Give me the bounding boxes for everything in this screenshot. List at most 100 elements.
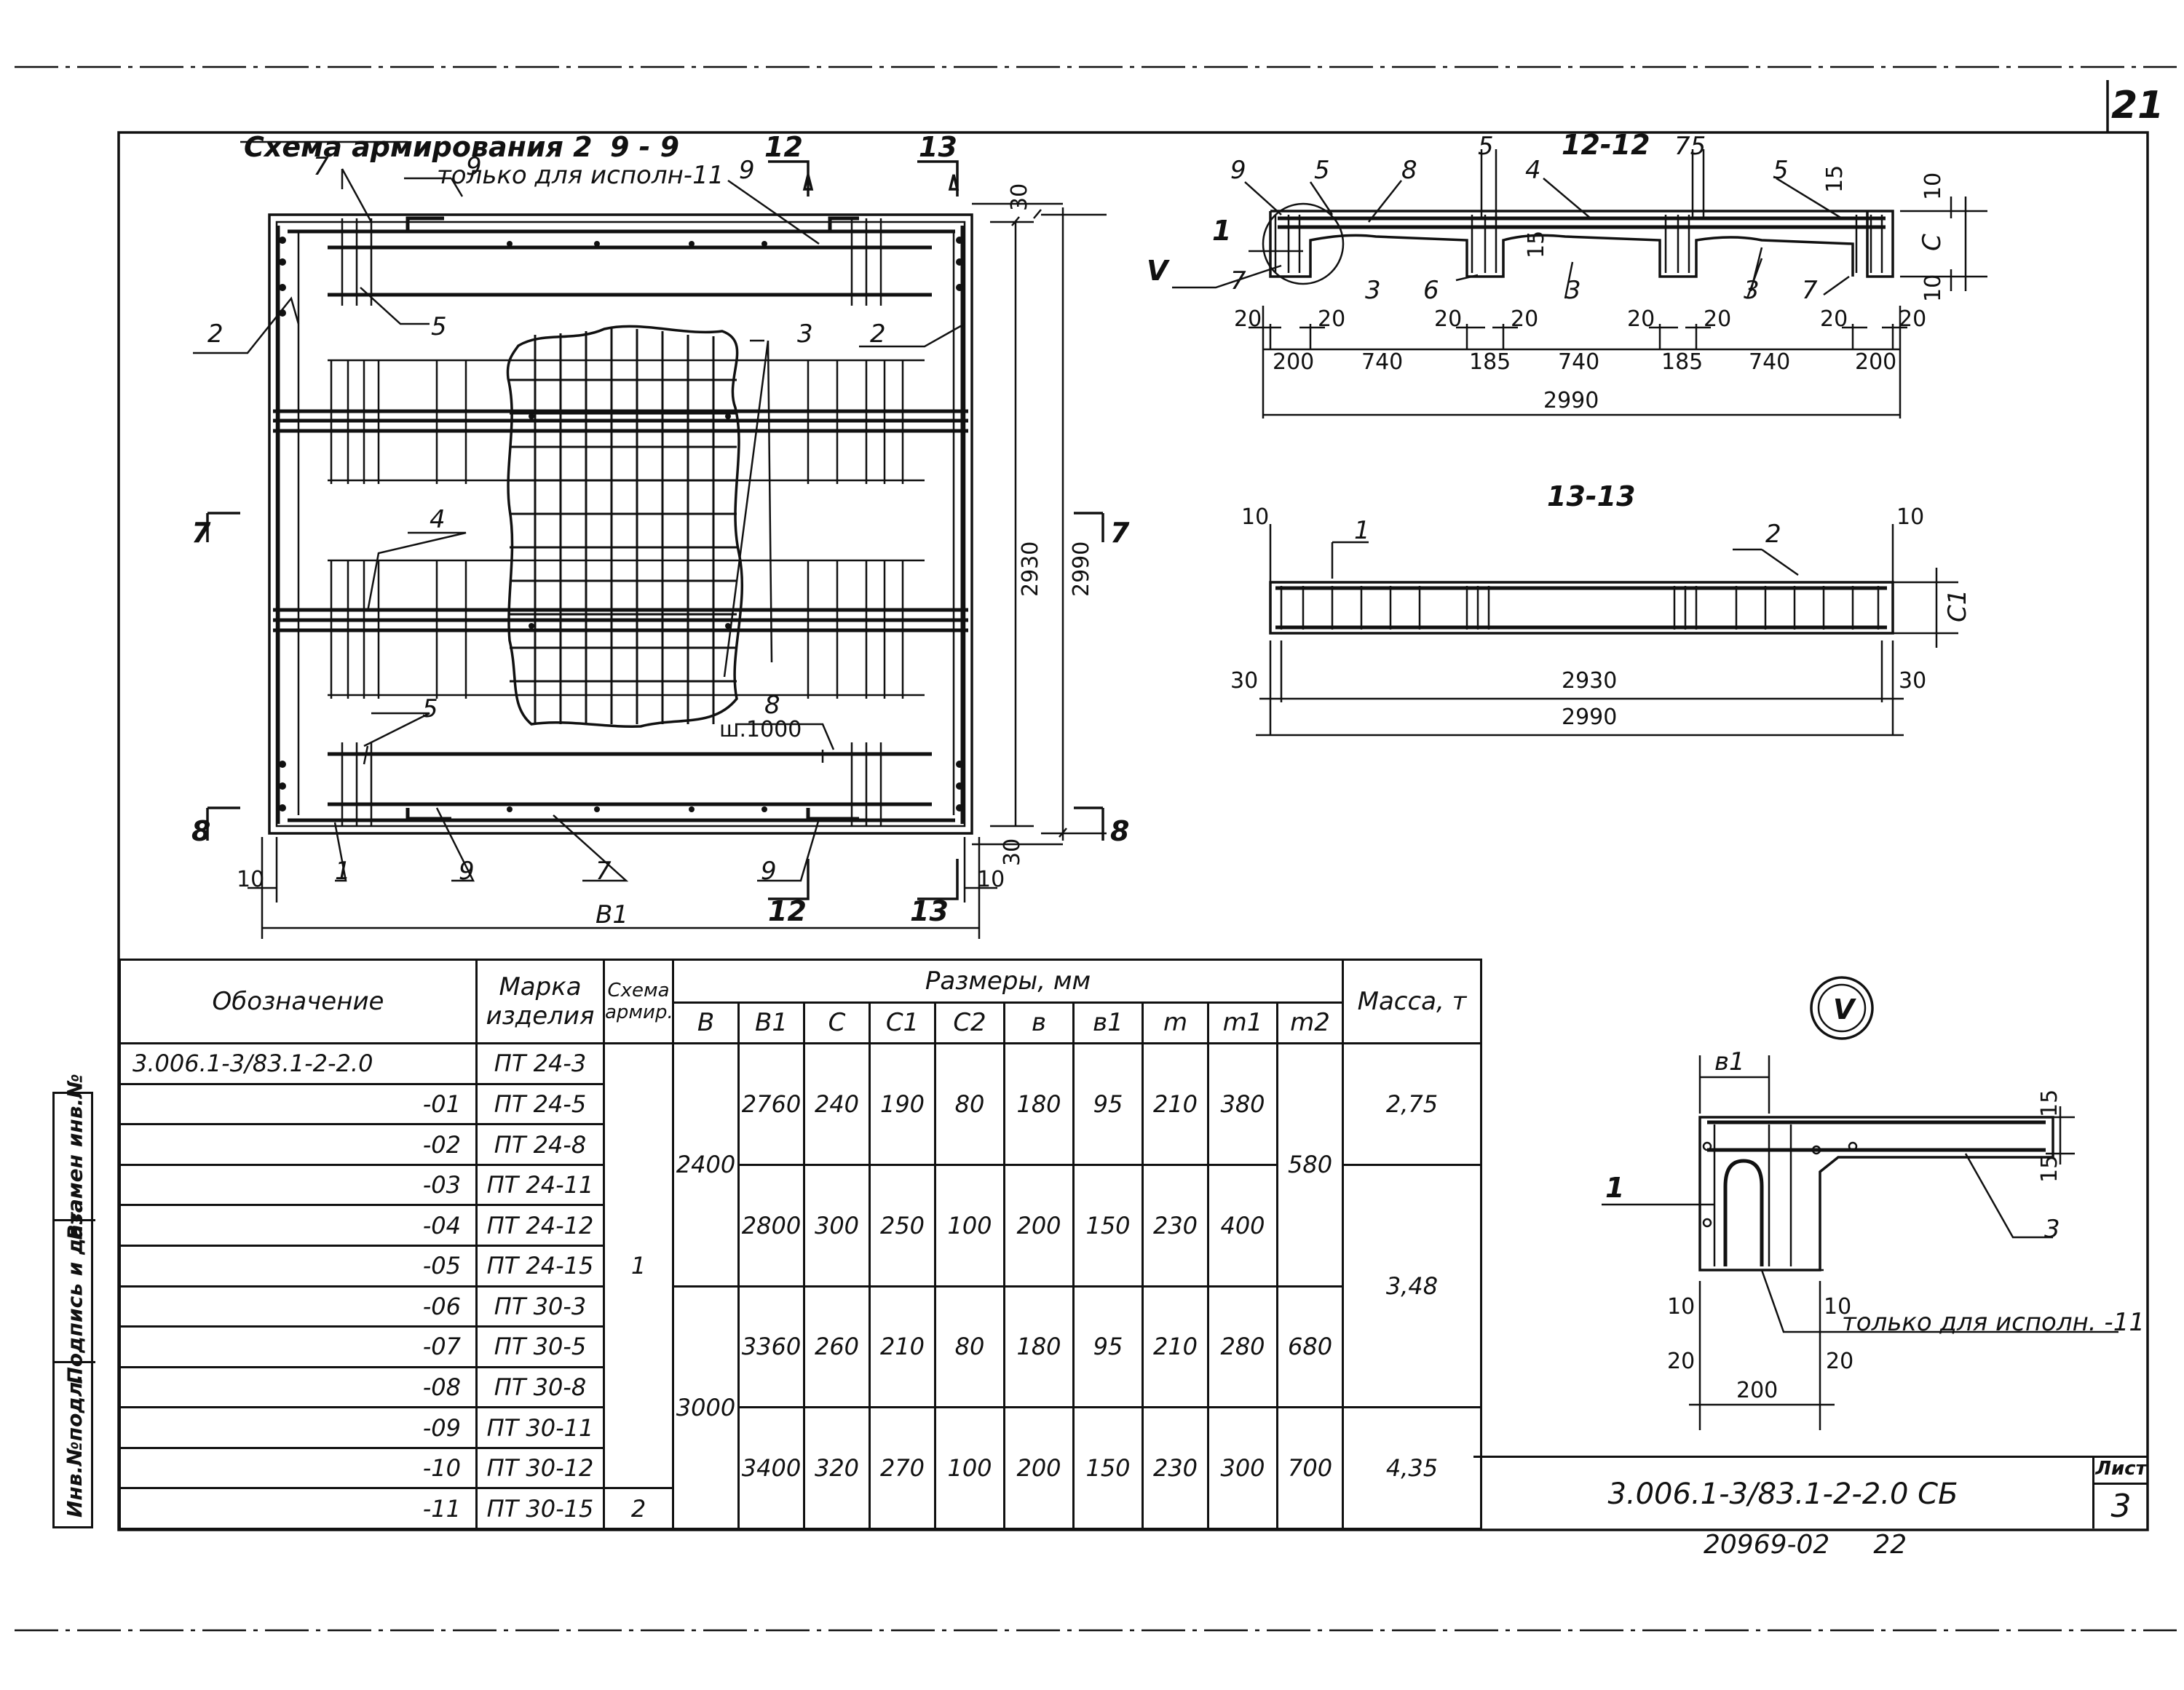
table-row: 3.006.1-3/83.1-2-2.0 ПТ 24-3 1 2400 2760… bbox=[119, 1042, 1483, 1490]
section-12-callout: 7 bbox=[1230, 266, 1246, 295]
value-b1: 95 bbox=[1072, 1042, 1144, 1166]
value-b: 200 bbox=[1003, 1406, 1075, 1530]
header-col-C2: С2 bbox=[934, 1001, 1005, 1045]
header-col-m2: m2 bbox=[1275, 1001, 1345, 1045]
table-row: -07 ПТ 30-5 bbox=[119, 1325, 1481, 1368]
specification-table: Обозначение Марка изделия Схема армир. Р… bbox=[119, 958, 1483, 1531]
section-12-small-dim: 20 bbox=[1704, 306, 1731, 332]
section-12-callout: 5 bbox=[1314, 156, 1330, 185]
plan-note-top: только для исполн-11 bbox=[437, 161, 724, 190]
header-col-m: m bbox=[1142, 1001, 1209, 1045]
section-13-total: 2990 bbox=[1562, 705, 1617, 730]
value-b: 180 bbox=[1003, 1042, 1075, 1166]
header-col-m1: m1 bbox=[1207, 1001, 1278, 1045]
stamp-cell: Взамен инв.№ bbox=[55, 1074, 95, 1239]
section-12-12 bbox=[1172, 149, 1987, 418]
section-12-callout: 1 bbox=[1212, 215, 1231, 247]
detail-v-callout: 20 bbox=[1667, 1349, 1695, 1374]
section-13-dim-left: 30 bbox=[1230, 668, 1258, 694]
row-mark: ПТ 24-3 bbox=[475, 1042, 605, 1085]
value-C2: 100 bbox=[934, 1163, 1005, 1288]
title-block-code: 3.006.1-3/83.1-2-2.0 СБ bbox=[1473, 1456, 2092, 1531]
plan-section-mark: 8 bbox=[191, 815, 210, 847]
value-mass: 2,75 bbox=[1342, 1042, 1483, 1166]
section-13-dim-right: 30 bbox=[1899, 668, 1926, 694]
plan-callout: 2 bbox=[870, 320, 886, 349]
table-row: -02 ПТ 24-8 bbox=[119, 1123, 1481, 1166]
plan-callout: 7 bbox=[313, 152, 329, 181]
section-12-callout: 5 bbox=[1478, 132, 1494, 161]
value-C: 300 bbox=[803, 1163, 871, 1288]
plan-callout: 9 bbox=[739, 156, 755, 185]
plan-dim-30-top: 30 bbox=[1007, 183, 1032, 211]
header-scheme: Схема армир. bbox=[603, 958, 674, 1045]
table-row: -04 ПТ 24-12 bbox=[119, 1204, 1481, 1247]
table-row: -09 ПТ 30-11 3400 320 270 100 200 150 23… bbox=[119, 1406, 1483, 1530]
plan-callout: 5 bbox=[422, 694, 438, 723]
detail-v-callout: 3 bbox=[2044, 1215, 2060, 1244]
scheme-value: 1 bbox=[603, 1042, 674, 1490]
section-12-small-dim: 20 bbox=[1434, 306, 1462, 332]
section-12-small-dim: 20 bbox=[1627, 306, 1655, 332]
sheet-label: Лист bbox=[2094, 1458, 2148, 1485]
plan-mesh-label: ш.1000 bbox=[719, 717, 802, 742]
row-mark: ПТ 30-12 bbox=[475, 1446, 605, 1490]
row-mark: ПТ 30-8 bbox=[475, 1365, 605, 1409]
value-mass: 3,48 bbox=[1342, 1163, 1483, 1409]
row-mark: ПТ 30-11 bbox=[475, 1406, 605, 1449]
section-12-callout: 3 bbox=[1365, 276, 1381, 305]
section-12-small-dim: 20 bbox=[1234, 306, 1262, 332]
row-mark: ПТ 24-12 bbox=[475, 1204, 605, 1247]
section-13-callout: 10 bbox=[1896, 504, 1924, 530]
header-col-B1: В1 bbox=[737, 1001, 805, 1045]
plan-callout: 3 bbox=[797, 320, 813, 349]
section-12-small-dim: 20 bbox=[1899, 306, 1926, 332]
section-12-callout: 8 bbox=[1401, 156, 1417, 185]
value-C1: 250 bbox=[869, 1163, 936, 1288]
section-12-span: 740 bbox=[1558, 349, 1599, 375]
section-12-title: 12-12 bbox=[1562, 129, 1650, 161]
section-12-callout: 4 bbox=[1525, 156, 1541, 185]
row-mark: ПТ 30-15 bbox=[475, 1487, 605, 1530]
plan-dim-2930: 2930 bbox=[1018, 541, 1043, 597]
header-mark: Марка изделия bbox=[475, 958, 605, 1045]
header-designation: Обозначение bbox=[119, 958, 478, 1045]
detail-v-callout: 15 bbox=[2037, 1155, 2062, 1183]
plan-section-mark: 7 bbox=[1110, 517, 1130, 549]
value-b1: 150 bbox=[1072, 1163, 1144, 1288]
value-C1: 270 bbox=[869, 1406, 936, 1530]
value-b: 200 bbox=[1003, 1163, 1075, 1288]
row-designation: -01 bbox=[119, 1082, 478, 1126]
row-designation: -11 bbox=[119, 1487, 478, 1530]
plan-section-mark: 8 bbox=[1110, 815, 1129, 847]
section-12-callout: 10 bbox=[1920, 172, 1946, 200]
table-row: -06 ПТ 30-3 3000 3360 260 210 80 180 95 … bbox=[119, 1285, 1481, 1531]
value-B1: 2760 bbox=[737, 1042, 805, 1166]
section-12-callout: С bbox=[1918, 234, 1947, 251]
plan-dim-2990: 2990 bbox=[1069, 541, 1094, 597]
section-12-span: 185 bbox=[1469, 349, 1511, 375]
plan-section-mark: 12 bbox=[764, 131, 803, 163]
detail-v-callout: в1 bbox=[1714, 1047, 1745, 1076]
plan-section-mark: 13 bbox=[910, 895, 949, 927]
value-m1: 280 bbox=[1207, 1285, 1278, 1409]
row-designation: -03 bbox=[119, 1163, 478, 1207]
header-mass: Масса, т bbox=[1342, 958, 1483, 1045]
row-designation: -04 bbox=[119, 1204, 478, 1247]
archive-number: 22 bbox=[1873, 1530, 1907, 1560]
row-mark: ПТ 30-3 bbox=[475, 1285, 605, 1328]
value-C: 240 bbox=[803, 1042, 871, 1166]
section-12-span: 185 bbox=[1661, 349, 1703, 375]
row-designation: -02 bbox=[119, 1123, 478, 1166]
row-designation: -08 bbox=[119, 1365, 478, 1409]
row-designation: -10 bbox=[119, 1446, 478, 1490]
section-13-13 bbox=[1256, 524, 1958, 737]
row-mark: ПТ 24-11 bbox=[475, 1163, 605, 1207]
plan-section-mark: 7 bbox=[191, 517, 211, 549]
plan-callout: 1 bbox=[335, 857, 351, 886]
plan-title: Схема армирования 2 bbox=[244, 131, 593, 163]
stamp-cell: Подпись и дата bbox=[55, 1199, 95, 1384]
detail-v-callout: 10 bbox=[1824, 1294, 1851, 1320]
section-12-callout: 10 bbox=[1920, 274, 1946, 302]
